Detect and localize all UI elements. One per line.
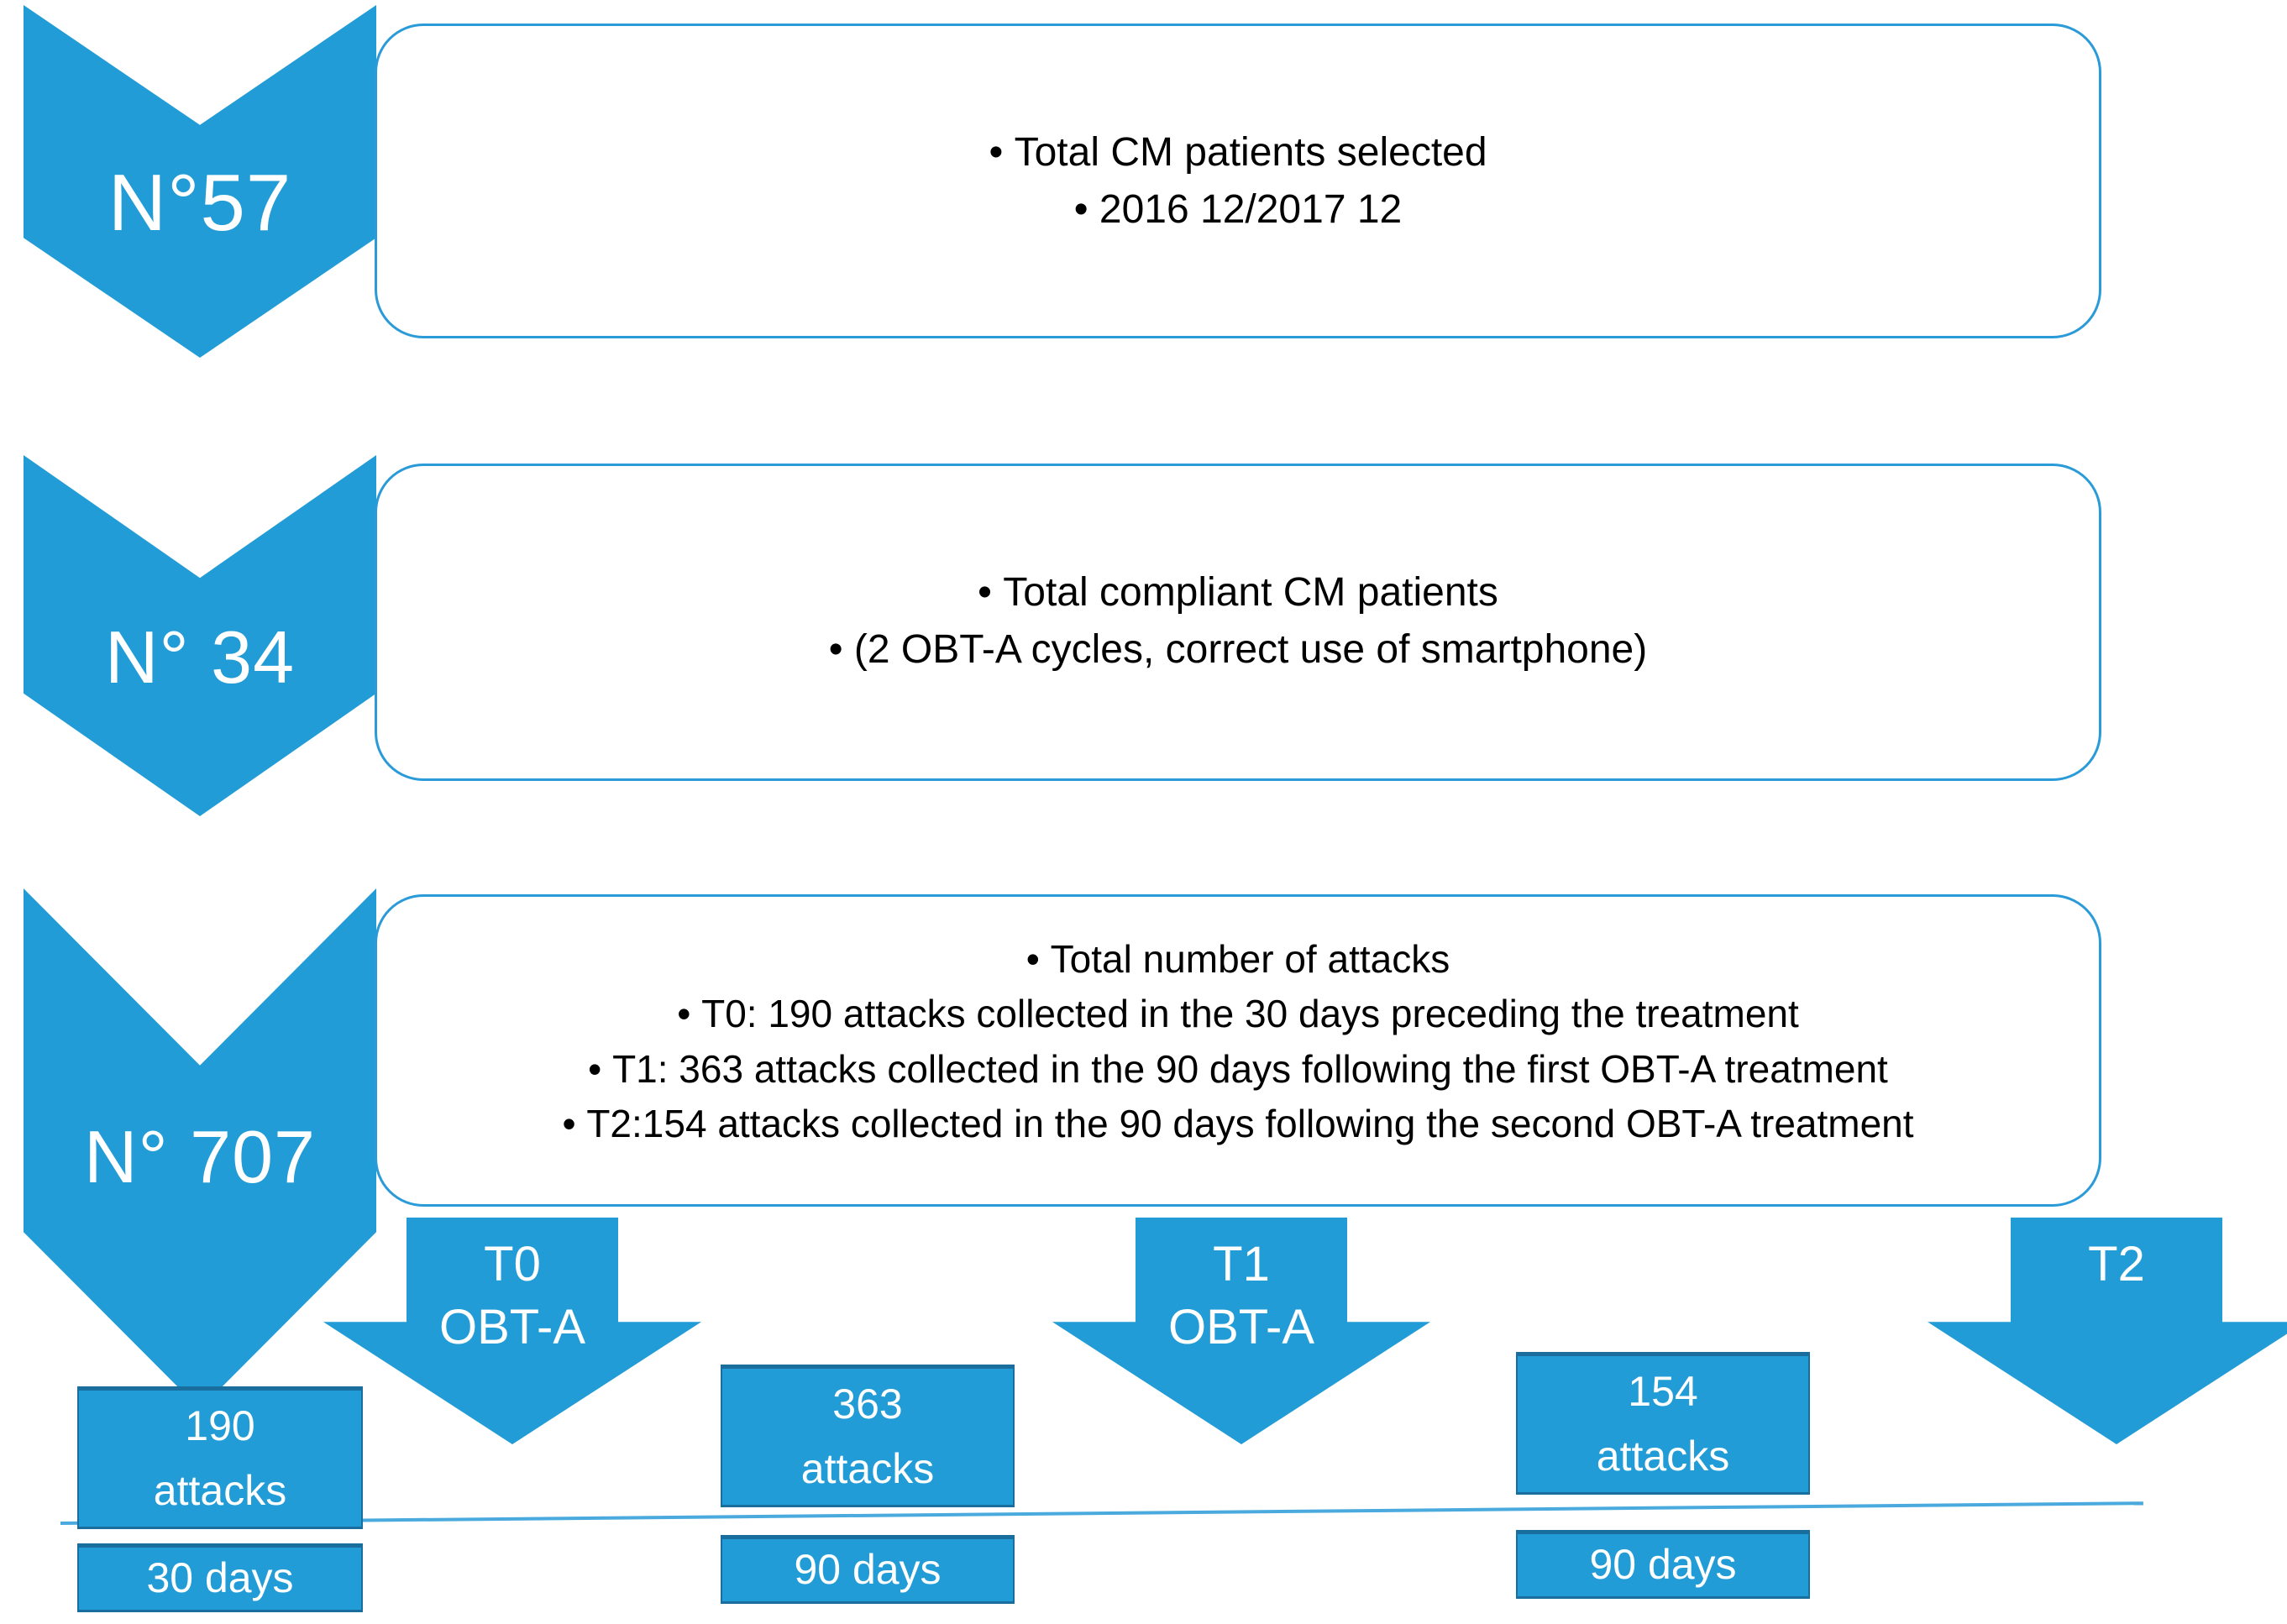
duration-box-90-days-1: 90 days xyxy=(721,1535,1015,1604)
treatment-arrow-t0 xyxy=(323,1218,701,1444)
bullet-item: Total CM patients selected xyxy=(375,124,2101,181)
duration-label: 90 days xyxy=(794,1546,942,1594)
bullet-item: (2 OBT-A cycles, correct use of smartpho… xyxy=(375,621,2101,678)
attack-count-box-t2: 154 attacks xyxy=(1516,1352,1810,1495)
duration-box-30-days: 30 days xyxy=(77,1543,363,1612)
duration-box-90-days-2: 90 days xyxy=(1516,1530,1810,1599)
bullet-item: 2016 12/2017 12 xyxy=(375,181,2101,238)
stage-badge-label-2: N° 34 xyxy=(104,616,296,699)
attack-unit: attacks xyxy=(800,1445,935,1492)
treatment-arrow-t1 xyxy=(1052,1218,1430,1444)
timeline-axis-rule xyxy=(60,1501,2143,1525)
stage-bullet-list-2: Total compliant CM patients (2 OBT-A cyc… xyxy=(375,564,2101,678)
bullet-item: Total compliant CM patients xyxy=(375,564,2101,621)
attack-count-box-t0: 190 attacks xyxy=(77,1386,363,1529)
attack-count: 154 xyxy=(1628,1367,1698,1415)
treatment-arrow-t2 xyxy=(1928,1218,2287,1444)
duration-label: 90 days xyxy=(1589,1541,1737,1589)
stage-badge-chevron-3: N° 707 xyxy=(24,888,376,1409)
stage-badge-chevron-2: N° 34 xyxy=(24,455,376,816)
attack-unit: attacks xyxy=(153,1467,287,1514)
stage-bullet-list-3: Total number of attacks T0: 190 attacks … xyxy=(375,932,2101,1151)
attack-count: 190 xyxy=(185,1401,255,1449)
stage-badge-label-1: N°57 xyxy=(108,158,292,248)
duration-label: 30 days xyxy=(146,1554,294,1602)
stage-badge-chevron-1: N°57 xyxy=(24,5,376,358)
bullet-item: T1: 363 attacks collected in the 90 days… xyxy=(375,1042,2101,1097)
attack-count: 363 xyxy=(832,1380,903,1428)
attack-unit: attacks xyxy=(1596,1433,1730,1480)
attack-count-box-t1: 363 attacks xyxy=(721,1365,1015,1507)
stage-bullet-list-1: Total CM patients selected 2016 12/2017 … xyxy=(375,124,2101,238)
bullet-item: T2:154 attacks collected in the 90 days … xyxy=(375,1097,2101,1151)
bullet-item: Total number of attacks xyxy=(375,932,2101,987)
bullet-item: T0: 190 attacks collected in the 30 days… xyxy=(375,987,2101,1041)
stage-badge-label-3: N° 707 xyxy=(83,1115,316,1198)
